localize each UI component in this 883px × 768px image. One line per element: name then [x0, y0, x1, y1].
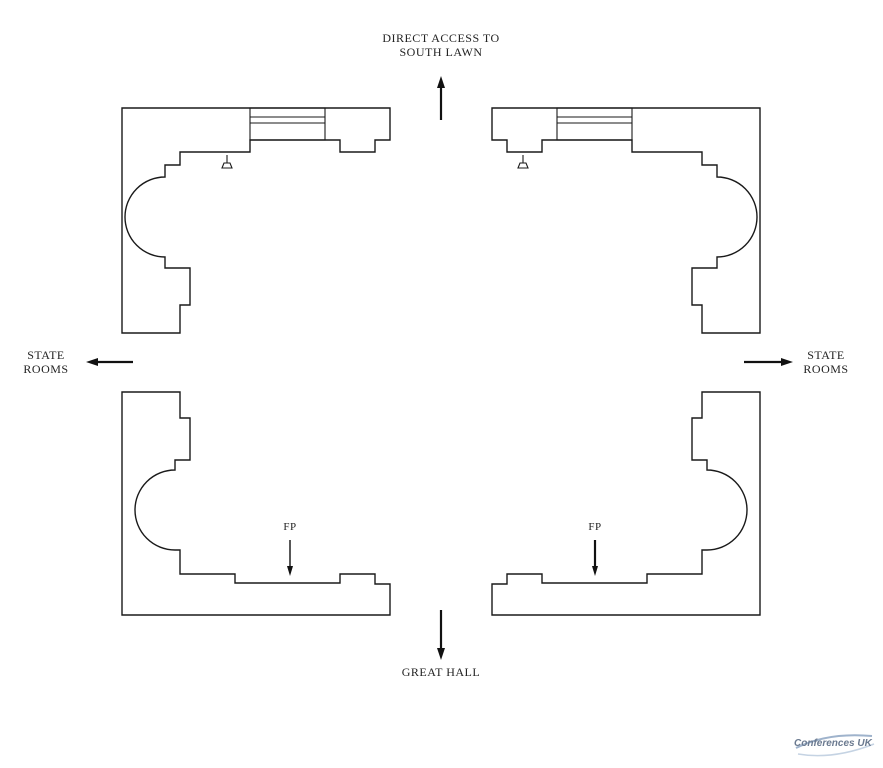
label-south-lawn: DIRECT ACCESS TO SOUTH LAWN	[361, 31, 521, 59]
logo-text: Conferences UK	[794, 738, 872, 749]
arrow-up-south-lawn	[437, 76, 445, 120]
lamp-icon-top-right	[517, 155, 529, 169]
arrow-fp-right	[592, 540, 598, 576]
arrow-down-great-hall	[437, 610, 445, 660]
room-top-left	[121, 107, 391, 334]
room-bottom-left-outline	[121, 391, 391, 616]
arrow-right-state-rooms	[744, 358, 793, 366]
arrow-left-state-rooms	[86, 358, 133, 366]
label-south-lawn-line2: SOUTH LAWN	[399, 45, 483, 59]
label-state-rooms-left-line2: ROOMS	[23, 362, 69, 376]
label-fp-right: FP	[588, 521, 602, 533]
label-state-rooms-right-line2: ROOMS	[803, 362, 849, 376]
room-top-right-outline	[491, 107, 761, 334]
label-state-rooms-left-line1: STATE	[27, 348, 65, 362]
conferences-uk-logo: Conferences UK	[788, 730, 880, 760]
room-bottom-right	[491, 391, 761, 616]
doorway-top-right	[556, 107, 633, 141]
label-state-rooms-left: STATE ROOMS	[14, 348, 78, 376]
label-south-lawn-line1: DIRECT ACCESS TO	[382, 31, 500, 45]
label-state-rooms-right: STATE ROOMS	[794, 348, 858, 376]
arrow-fp-left	[287, 540, 293, 576]
room-bottom-right-outline	[491, 391, 761, 616]
room-top-right	[491, 107, 761, 334]
label-fp-left: FP	[283, 521, 297, 533]
label-great-hall: GREAT HALL	[401, 665, 481, 679]
room-bottom-left	[121, 391, 391, 616]
label-state-rooms-right-line1: STATE	[807, 348, 845, 362]
doorway-top-left	[249, 107, 326, 141]
logo-swoosh-icon	[795, 734, 875, 757]
room-top-left-outline	[121, 107, 391, 334]
lamp-icon-top-left	[221, 155, 233, 169]
